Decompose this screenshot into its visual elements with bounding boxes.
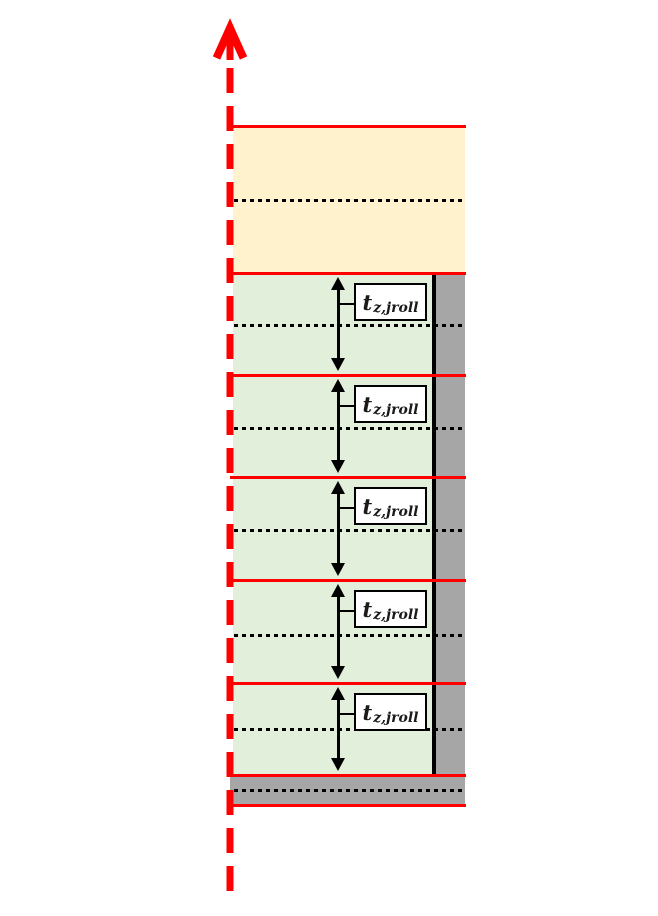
arrowhead-down-icon bbox=[331, 460, 345, 473]
joint-boundary-line-5 bbox=[230, 579, 466, 582]
thickness-dimension-arrow bbox=[337, 697, 340, 761]
thickness-label-subscript: z,jroll bbox=[373, 300, 419, 316]
thickness-label-base: t bbox=[362, 493, 373, 519]
arrowhead-down-icon bbox=[331, 758, 345, 771]
label-connector-line bbox=[339, 405, 355, 407]
thickness-label-subscript: z,jroll bbox=[373, 710, 419, 726]
arrowhead-up-icon bbox=[331, 379, 345, 392]
joint-boundary-line-7 bbox=[230, 774, 466, 777]
centerline-dotted-roll-4 bbox=[234, 634, 463, 637]
thickness-dimension-arrow bbox=[337, 389, 340, 463]
centerline-dotted-bottom-band bbox=[234, 789, 463, 792]
thickness-label-subscript: z,jroll bbox=[373, 607, 419, 623]
thickness-label-base: t bbox=[362, 596, 373, 622]
centerline-dotted-top-block bbox=[234, 199, 463, 202]
thickness-label-base: t bbox=[362, 391, 373, 417]
thickness-label-subscript: z,jroll bbox=[373, 504, 419, 520]
thickness-label-base: t bbox=[362, 699, 373, 725]
arrowhead-down-icon bbox=[331, 358, 345, 371]
thickness-dimension-arrow bbox=[337, 287, 340, 361]
arrowhead-down-icon bbox=[331, 666, 345, 679]
joint-boundary-line-1 bbox=[230, 125, 466, 128]
arrowhead-down-icon bbox=[331, 563, 345, 576]
arrowhead-up-icon bbox=[331, 481, 345, 494]
joint-boundary-line-6 bbox=[230, 682, 466, 685]
arrowhead-up-icon bbox=[331, 584, 345, 597]
axis-arrowhead-icon bbox=[212, 18, 248, 60]
joint-boundary-line-3 bbox=[230, 374, 466, 377]
centerline-dotted-roll-3 bbox=[234, 529, 463, 532]
label-connector-line bbox=[339, 303, 355, 305]
arrowhead-up-icon bbox=[331, 277, 345, 290]
shell-inner-edge-line bbox=[432, 275, 436, 774]
arrowhead-up-icon bbox=[331, 687, 345, 700]
joint-boundary-line-4 bbox=[230, 476, 466, 479]
centerline-dotted-roll-5 bbox=[234, 728, 463, 731]
label-connector-line bbox=[339, 610, 355, 612]
label-connector-line bbox=[339, 507, 355, 509]
centerline-dotted-roll-2 bbox=[234, 427, 463, 430]
thickness-label-base: t bbox=[362, 289, 373, 315]
joint-boundary-line-8 bbox=[230, 804, 466, 807]
centerline-dotted-roll-1 bbox=[234, 324, 463, 327]
joint-boundary-line-2 bbox=[230, 272, 466, 275]
label-connector-line bbox=[339, 713, 355, 715]
outer-shell-region bbox=[436, 275, 465, 804]
thickness-label-subscript: z,jroll bbox=[373, 402, 419, 418]
thickness-dimension-arrow bbox=[337, 491, 340, 566]
thickness-dimension-arrow bbox=[337, 594, 340, 669]
